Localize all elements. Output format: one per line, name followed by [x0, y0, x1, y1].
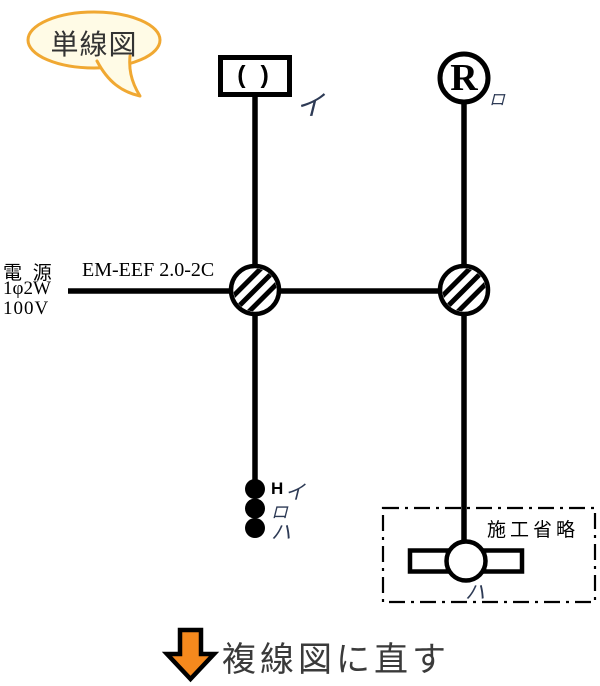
junction-box-left-icon	[228, 263, 282, 317]
fluorescent-label: ハ	[465, 582, 485, 604]
ceiling-fixture-symbol	[218, 55, 292, 97]
power-source-name: 電 源	[3, 263, 55, 284]
switch-label-i: イ	[285, 482, 305, 504]
switch-label-ro: ロ	[271, 503, 288, 522]
receptacle-label: ロ	[489, 92, 506, 109]
ceiling-fixture-label: イ	[296, 90, 325, 121]
receptacle-glyph: R	[450, 57, 478, 99]
omission-box-label: 施工省略	[487, 520, 580, 541]
cable-label: EM-EEF 2.0-2C	[82, 259, 215, 281]
receptacle-symbol	[437, 51, 491, 105]
down-arrow-icon	[161, 627, 220, 683]
switch-dot-ro	[245, 498, 265, 519]
switch-label-ha: ハ	[271, 522, 291, 544]
ceiling-fixture-glyph: ( )	[237, 61, 273, 89]
fluorescent-fixture-symbol	[407, 539, 525, 583]
switch-pilot-mark: H	[271, 479, 284, 498]
power-source-voltage: 100V	[3, 298, 50, 319]
switch-dot-i	[245, 479, 265, 499]
switch-dot-ha	[245, 518, 265, 538]
omission-box	[381, 506, 597, 604]
footer-caption: 複線図に直す	[222, 641, 450, 679]
speech-bubble	[26, 10, 162, 98]
power-source-phase: 1φ2W	[3, 278, 51, 299]
speech-bubble-tail	[95, 54, 142, 98]
bubble-label: 単線図	[50, 29, 138, 60]
junction-box-right-icon	[437, 263, 491, 317]
